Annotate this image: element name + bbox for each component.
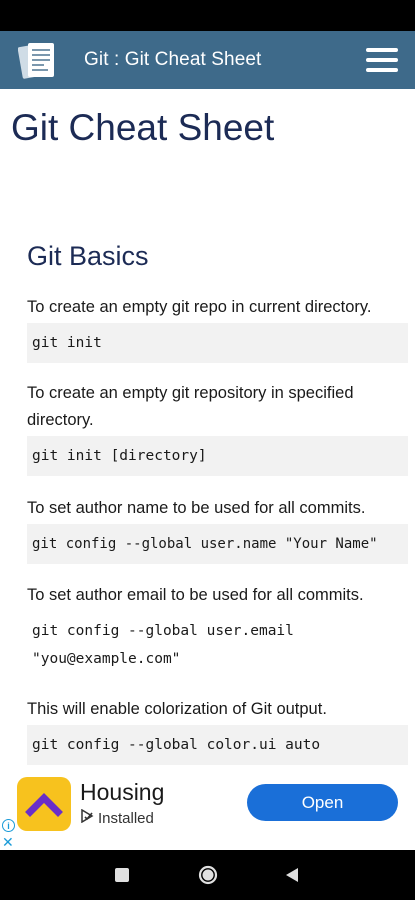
main-content[interactable]: Git Cheat Sheet Git Basics To create an … xyxy=(0,89,415,775)
entry-code: git init [directory] xyxy=(27,436,408,476)
entry-code: git config --global color.ui auto xyxy=(27,725,408,765)
cheat-entry: This will enable colorization of Git out… xyxy=(27,696,408,765)
hamburger-menu-icon[interactable] xyxy=(366,48,398,74)
entry-code: git config --global user.email "you@exam… xyxy=(32,623,303,667)
ad-title[interactable]: Housing xyxy=(80,779,165,805)
entry-description: To set author email to be used for all c… xyxy=(27,586,364,604)
document-stack-icon xyxy=(17,39,58,81)
cheat-entry: To set author email to be used for all c… xyxy=(27,582,408,679)
app-title: Git : Git Cheat Sheet xyxy=(84,49,262,70)
cheat-entry: To set author name to be used for all co… xyxy=(27,495,408,564)
cheat-entry: To create an empty git repo in current d… xyxy=(27,294,408,363)
open-button[interactable]: Open xyxy=(247,784,398,821)
entry-description: To set author name to be used for all co… xyxy=(27,499,366,517)
ad-subtitle: Installed xyxy=(80,808,154,827)
entry-code: git config --global user.name "Your Name… xyxy=(27,524,408,564)
entry-description: This will enable colorization of Git out… xyxy=(27,700,327,718)
installed-check-icon xyxy=(80,808,94,827)
page-title: Git Cheat Sheet xyxy=(11,107,275,148)
ad-info-icon[interactable]: i xyxy=(2,819,15,832)
app-bar: Git : Git Cheat Sheet xyxy=(0,31,415,89)
ad-close-icon[interactable]: ✕ xyxy=(2,834,14,850)
ad-banner[interactable]: Housing Installed Open i ✕ xyxy=(0,775,415,850)
cheat-entry: To create an empty git repository in spe… xyxy=(27,380,408,476)
entry-description: To create an empty git repository in spe… xyxy=(27,384,354,429)
system-nav-bar xyxy=(0,850,415,900)
circle-home-icon[interactable] xyxy=(198,865,218,890)
triangle-back-icon[interactable] xyxy=(285,867,299,888)
section-title: Git Basics xyxy=(27,241,149,271)
status-bar xyxy=(0,0,415,31)
entry-description: To create an empty git repo in current d… xyxy=(27,298,372,316)
ad-installed-label: Installed xyxy=(98,809,154,827)
entry-code: git init xyxy=(27,323,408,363)
housing-app-icon[interactable] xyxy=(17,777,71,831)
square-recents-icon[interactable] xyxy=(115,868,129,887)
